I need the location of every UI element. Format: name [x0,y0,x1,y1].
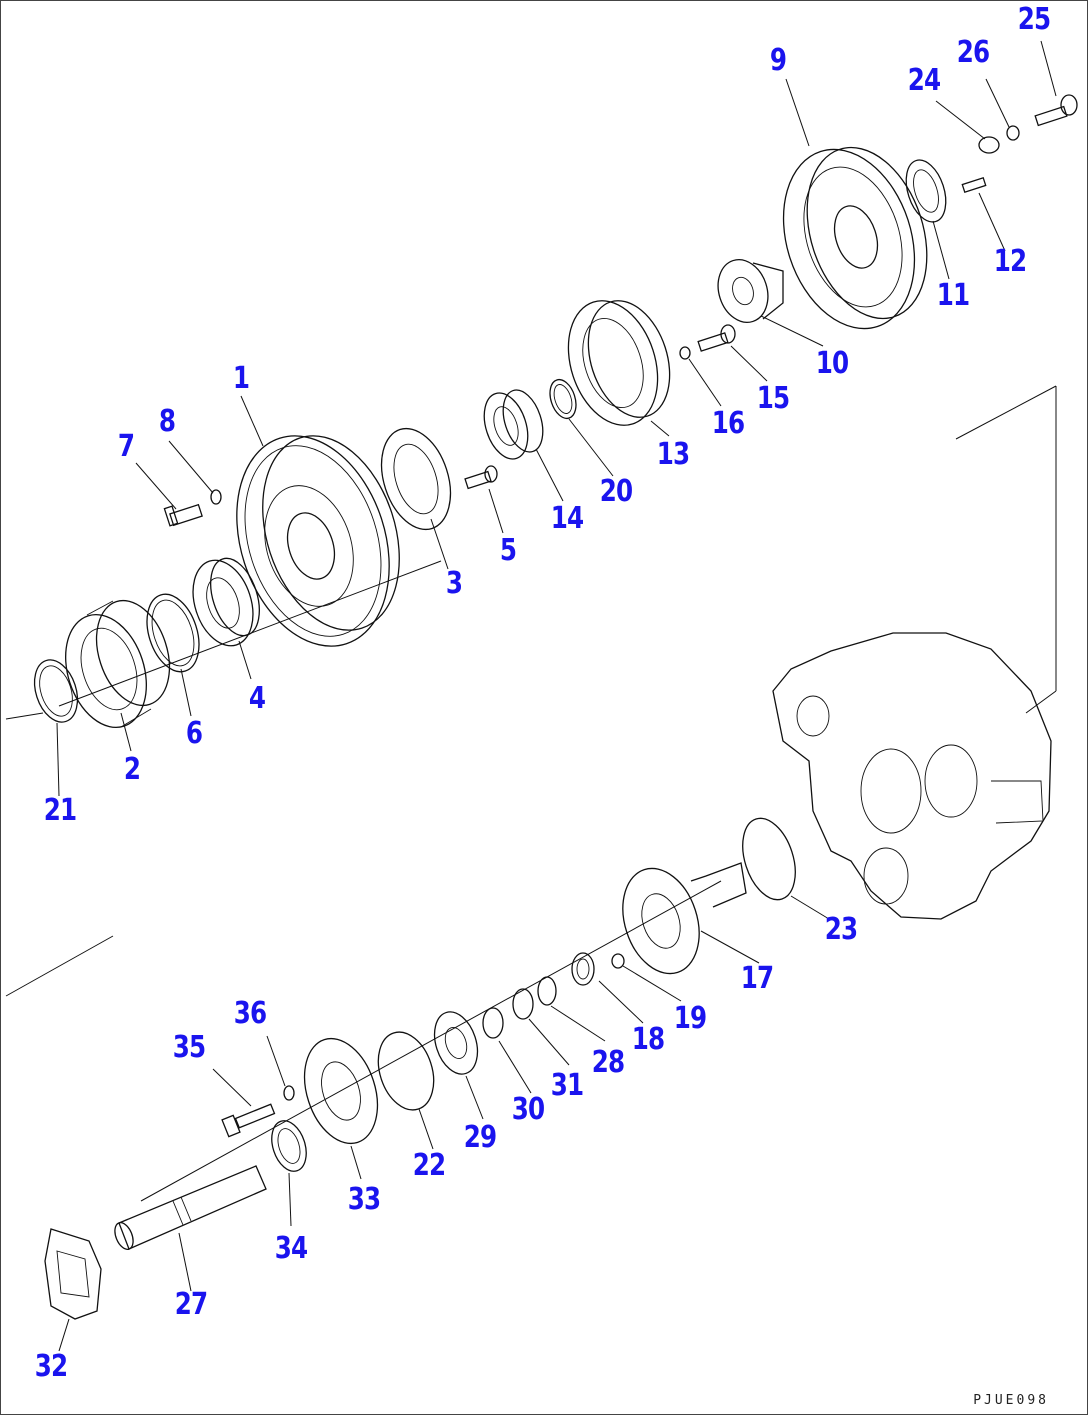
part-label-21[interactable]: 21 [43,793,77,828]
part-label-25[interactable]: 25 [1017,2,1051,37]
part-label-11[interactable]: 11 [936,278,970,313]
part-24-lock [978,136,1000,154]
part-15-bolt [697,324,736,352]
part-35-bolt [221,1103,276,1138]
part-27-shaft [114,1165,267,1250]
part-label-5[interactable]: 5 [499,533,517,568]
part-29-bearing [433,1011,479,1075]
axis-lines [5,385,1057,1202]
part-label-8[interactable]: 8 [158,404,176,439]
part-label-23[interactable]: 23 [824,912,858,947]
part-label-14[interactable]: 14 [550,501,584,536]
part-label-9[interactable]: 9 [769,43,787,78]
part-23-gasket [742,817,796,901]
part-label-34[interactable]: 34 [274,1231,308,1266]
part-31-ring [512,988,534,1020]
part-14-bearing [483,389,544,460]
part-label-13[interactable]: 13 [656,437,690,472]
part-7-bolt [163,503,203,527]
part-32-cover [44,1228,102,1320]
part-label-17[interactable]: 17 [740,961,774,996]
part-label-3[interactable]: 3 [445,566,463,601]
part-label-22[interactable]: 22 [412,1148,446,1183]
part-label-15[interactable]: 15 [756,381,790,416]
part-26-washer [1006,125,1020,141]
part-label-32[interactable]: 32 [34,1349,68,1384]
part-18-seal [571,952,595,986]
part-label-10[interactable]: 10 [815,346,849,381]
part-label-29[interactable]: 29 [463,1120,497,1155]
part-label-2[interactable]: 2 [123,752,141,787]
part-label-31[interactable]: 31 [550,1068,584,1103]
part-label-19[interactable]: 19 [673,1001,707,1036]
part-label-28[interactable]: 28 [591,1045,625,1080]
part-22-gasket [377,1031,435,1111]
part-33-cover [303,1037,379,1145]
part-label-7[interactable]: 7 [117,429,135,464]
part-20-ring [549,378,577,420]
part-label-35[interactable]: 35 [172,1030,206,1065]
part-label-20[interactable]: 20 [599,474,633,509]
part-3-plate [380,427,452,531]
part-2-bearing [65,599,171,729]
part-19-bolt [611,953,625,969]
part-5-bolt [464,465,498,490]
part-30-ring [482,1007,504,1039]
part-label-6[interactable]: 6 [185,716,203,751]
part-6-ring [146,593,200,673]
part-17-flange [622,862,747,975]
part-13-impeller [567,300,671,426]
part-label-30[interactable]: 30 [511,1092,545,1127]
drawing-code: PJUE098 [973,1393,1049,1408]
part-label-4[interactable]: 4 [248,681,266,716]
part-25-bolt [1034,94,1078,127]
part-label-18[interactable]: 18 [631,1022,665,1057]
part-10-hub [717,259,784,323]
part-11-plate [905,159,947,223]
part-36-washer [283,1085,295,1101]
housing [772,632,1052,920]
part-1-gear [236,435,400,647]
part-34-seal [271,1120,307,1172]
part-16-washer [679,346,691,360]
part-label-24[interactable]: 24 [907,63,941,98]
part-12-pin [961,176,987,194]
part-label-26[interactable]: 26 [956,35,990,70]
part-9-turbine [782,146,928,330]
part-label-33[interactable]: 33 [347,1182,381,1217]
leader-lines [56,40,1057,1352]
part-8-washer [210,489,222,505]
part-28-ring [537,976,557,1006]
part-label-27[interactable]: 27 [174,1287,208,1322]
part-label-1[interactable]: 1 [232,361,250,396]
part-label-12[interactable]: 12 [993,244,1027,279]
part-21-snap-ring [33,659,79,723]
part-label-16[interactable]: 16 [711,406,745,441]
part-label-36[interactable]: 36 [233,996,267,1031]
part-4-bearing [192,557,260,647]
